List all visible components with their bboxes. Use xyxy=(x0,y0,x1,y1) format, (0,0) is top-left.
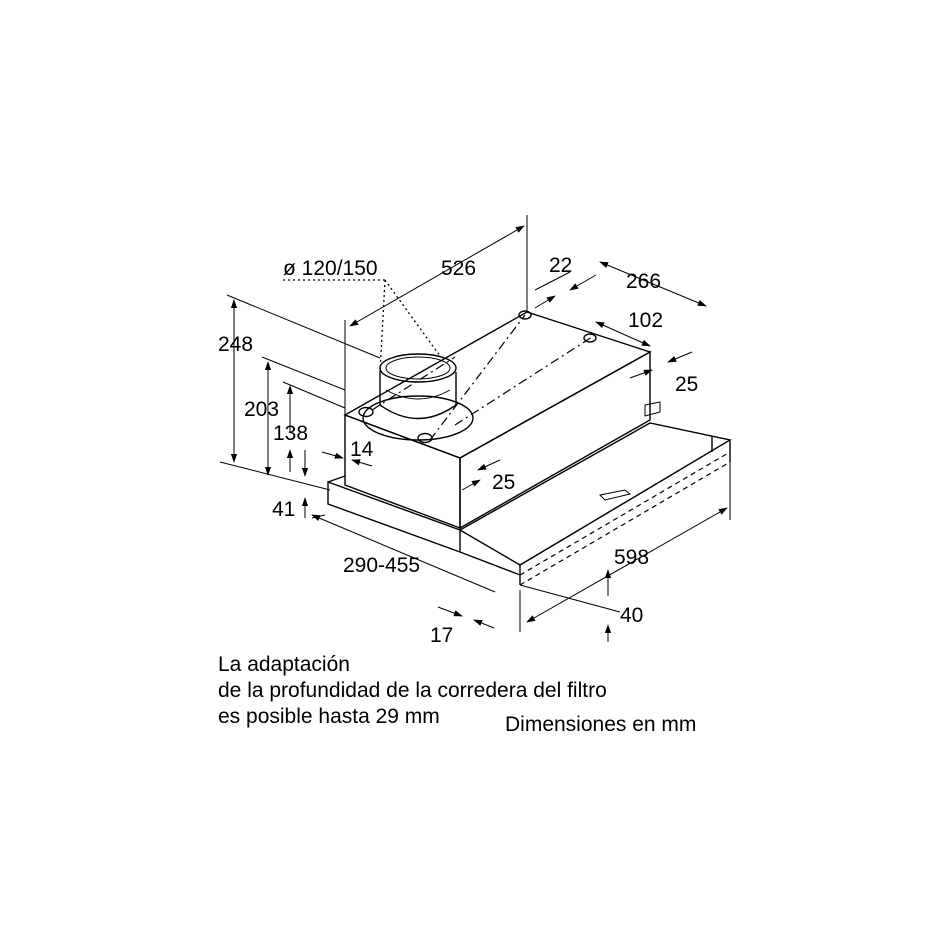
label-102: 102 xyxy=(628,309,663,332)
label-248: 248 xyxy=(218,333,253,356)
label-17: 17 xyxy=(430,624,453,647)
label-depth-526: 526 xyxy=(441,257,476,280)
note-line-3: es posible hasta 29 mm xyxy=(218,705,440,728)
label-25-right: 25 xyxy=(675,373,698,396)
units-note: Dimensiones en mm xyxy=(505,713,697,736)
label-22: 22 xyxy=(549,254,572,277)
duct-connector xyxy=(283,279,474,441)
note-line-2: de la profundidad de la corredera del fi… xyxy=(218,679,607,702)
label-266: 266 xyxy=(626,270,661,293)
label-14: 14 xyxy=(350,438,374,461)
dimension-labels: ø 120/150 526 22 266 102 25 248 203 138 … xyxy=(218,254,698,647)
note-line-1: La adaptación xyxy=(218,653,350,676)
label-290-455: 290-455 xyxy=(343,554,420,577)
label-203: 203 xyxy=(244,398,279,421)
label-138: 138 xyxy=(273,422,308,445)
label-598: 598 xyxy=(614,546,649,569)
centre-lines xyxy=(371,314,593,441)
label-41: 41 xyxy=(272,498,295,521)
hood-body xyxy=(327,311,732,586)
label-25-front: 25 xyxy=(492,471,515,494)
label-duct-diameter: ø 120/150 xyxy=(283,257,378,280)
label-40: 40 xyxy=(620,604,643,627)
dimension-lines xyxy=(219,215,731,642)
